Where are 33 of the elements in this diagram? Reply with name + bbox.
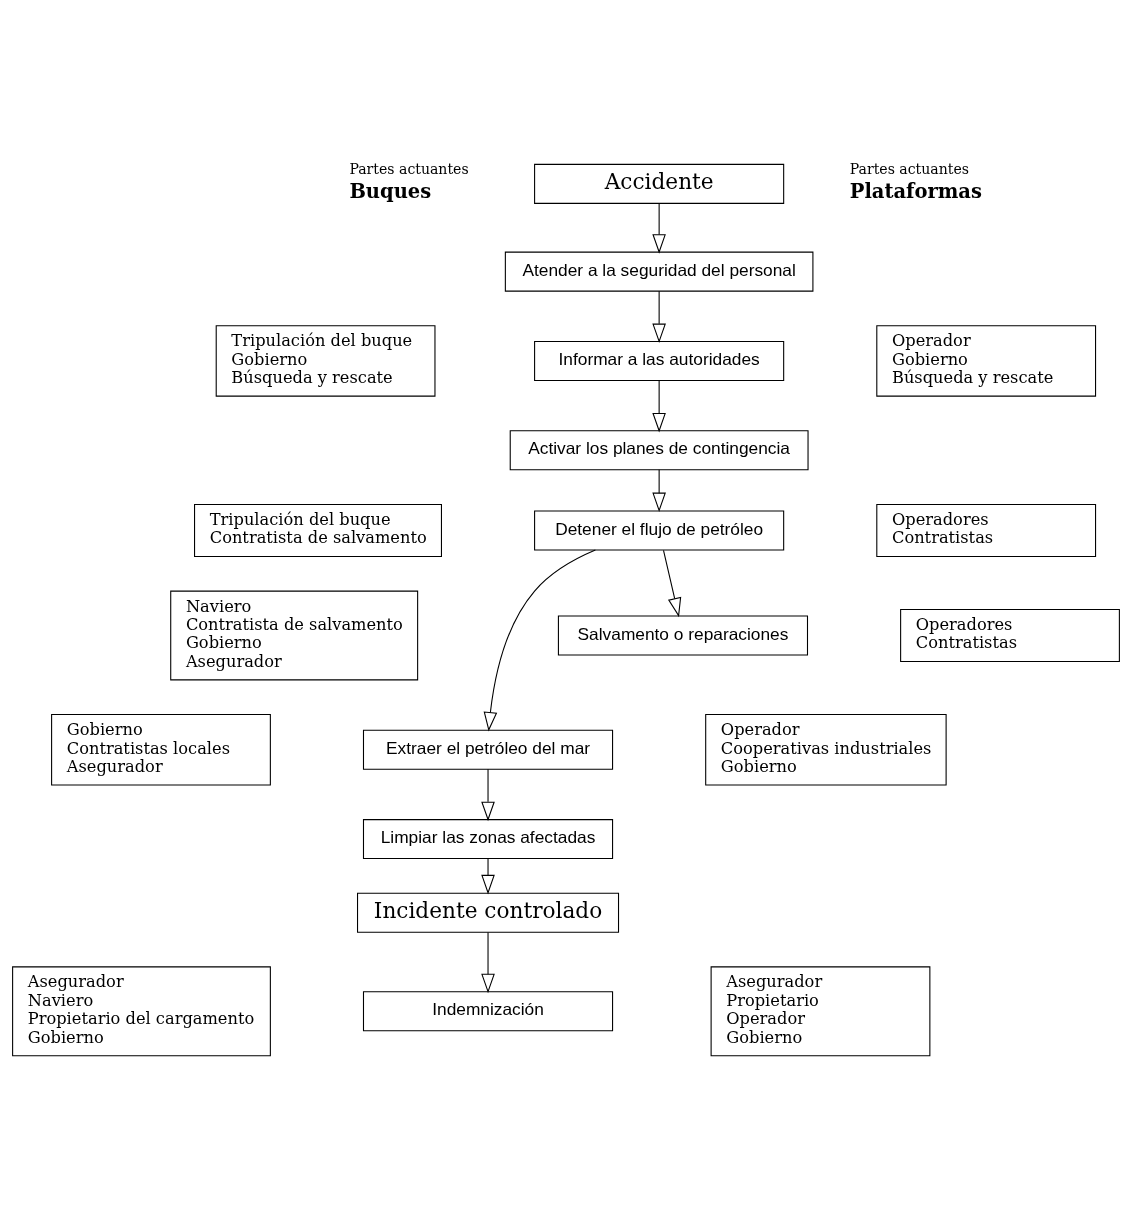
node-box: Informar a las autoridades — [534, 340, 785, 381]
node-box: Asegurador Propietario Operador Gobierno — [710, 966, 931, 1057]
node-box: Detener el flujo de petróleo — [534, 510, 785, 551]
node-box: Atender a la seguridad del personal — [504, 251, 814, 292]
node-box: Limpiar las zonas afectadas — [362, 819, 614, 860]
node-box: Operadores Contratistas — [900, 608, 1120, 662]
arrow — [483, 549, 596, 732]
node-box: Salvamento o reparaciones — [557, 615, 809, 656]
node-box: Operador Gobierno Búsqueda y rescate — [876, 325, 1097, 397]
label: Buques — [349, 180, 432, 204]
node-box: Indemnización — [362, 991, 614, 1032]
node-box: Operadores Contratistas — [876, 503, 1097, 557]
arrow — [652, 290, 666, 344]
arrow — [652, 380, 666, 433]
label: Plataformas — [849, 180, 982, 204]
arrow — [481, 931, 495, 994]
label: Partes actuantes — [849, 160, 969, 177]
node-box: Operador Cooperativas industriales Gobierno — [705, 714, 947, 786]
node-box: Asegurador Naviero Propietario del cargamento Gobierno — [12, 966, 271, 1057]
arrow — [481, 768, 495, 822]
node-box: Naviero Contratista de salvamento Gobierno Asegurador — [170, 590, 419, 681]
node-box: Extraer el petróleo del mar — [362, 729, 614, 770]
arrow — [652, 469, 666, 513]
node-box: Gobierno Contratistas locales Asegurador — [51, 714, 271, 786]
node-box: Accidente — [534, 163, 785, 204]
arrow — [662, 549, 682, 618]
arrow — [481, 858, 495, 895]
arrow — [652, 203, 666, 254]
node-box: Incidente controlado — [357, 892, 620, 933]
node-box: Activar los planes de contingencia — [509, 430, 809, 471]
label: Partes actuantes — [349, 160, 469, 177]
node-box: Tripulación del buque Contratista de salvamento — [194, 503, 442, 557]
node-box: Tripulación del buque Gobierno Búsqueda y rescate — [215, 325, 436, 397]
